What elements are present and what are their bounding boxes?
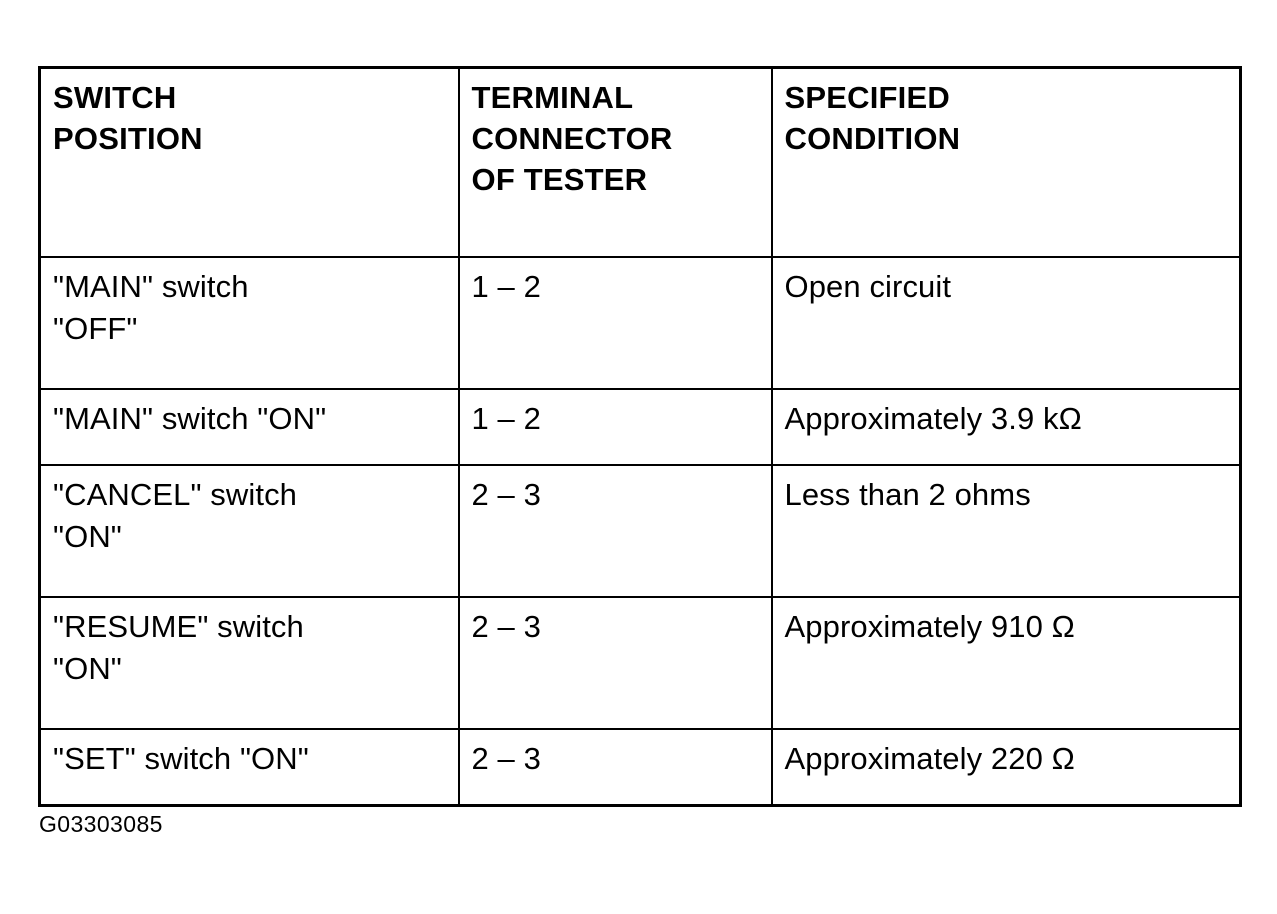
header-line: POSITION bbox=[53, 121, 203, 157]
cell-line: "CANCEL" switch bbox=[53, 477, 298, 512]
column-header-terminal-connector-of-tester: TERMINAL CONNECTOR OF TESTER bbox=[457, 66, 773, 258]
cell-terminal-connector: 2 – 3 bbox=[457, 728, 773, 807]
cell-specified-condition: Approximately 3.9 kΩ bbox=[770, 388, 1242, 466]
cell-specified-condition: Approximately 910 Ω bbox=[770, 596, 1242, 730]
cell-line: 2 – 3 bbox=[471, 609, 541, 644]
cell-line: 2 – 3 bbox=[471, 741, 541, 776]
column-header-switch-position: SWITCH POSITION bbox=[38, 66, 460, 258]
cell-line: Open circuit bbox=[784, 269, 952, 304]
cell-line: 1 – 2 bbox=[471, 401, 541, 436]
cell-terminal-connector: 1 – 2 bbox=[457, 256, 773, 390]
table-row: "SET" switch "ON" 2 – 3 Approximately 220 … bbox=[38, 728, 1242, 807]
figure-code-caption: G03303085 bbox=[39, 811, 163, 837]
table-header: SWITCH POSITION TERMINAL CONNECTOR OF TESTE… bbox=[38, 66, 1242, 258]
cell-line: "ON" bbox=[53, 651, 122, 687]
cell-terminal-connector: 2 – 3 bbox=[457, 596, 773, 730]
cell-line: 2 – 3 bbox=[471, 477, 541, 512]
cell-line: "MAIN" switch bbox=[53, 269, 249, 304]
cell-line: "ON" bbox=[53, 519, 122, 555]
table-row: "CANCEL" switch "ON" 2 – 3 Less than 2 ohms bbox=[38, 464, 1242, 598]
header-line: OF TESTER bbox=[471, 162, 648, 198]
table-row: "MAIN" switch "OFF" 1 – 2 Open circuit bbox=[38, 256, 1242, 390]
cell-switch-position: "CANCEL" switch "ON" bbox=[38, 464, 460, 598]
cell-switch-position: "RESUME" switch "ON" bbox=[38, 596, 460, 730]
header-line: CONNECTOR bbox=[471, 121, 673, 157]
cell-switch-position: "SET" switch "ON" bbox=[38, 728, 460, 807]
switch-inspection-table: SWITCH POSITION TERMINAL CONNECTOR OF TESTE… bbox=[38, 66, 1242, 807]
cell-line: "OFF" bbox=[53, 311, 138, 347]
cell-line: "MAIN" switch "ON" bbox=[53, 401, 327, 436]
cell-line: Approximately 910 Ω bbox=[784, 609, 1075, 644]
table-row: "RESUME" switch "ON" 2 – 3 Approximately 91… bbox=[38, 596, 1242, 730]
header-line: SWITCH bbox=[53, 80, 177, 115]
cell-terminal-connector: 2 – 3 bbox=[457, 464, 773, 598]
column-header-specified-condition: SPECIFIED CONDITION bbox=[770, 66, 1242, 258]
cell-specified-condition: Less than 2 ohms bbox=[770, 464, 1242, 598]
header-line: CONDITION bbox=[784, 121, 961, 157]
cell-line: "RESUME" switch bbox=[53, 609, 304, 644]
cell-switch-position: "MAIN" switch "ON" bbox=[38, 388, 460, 466]
cell-specified-condition: Approximately 220 Ω bbox=[770, 728, 1242, 807]
cell-specified-condition: Open circuit bbox=[770, 256, 1242, 390]
table-row: "MAIN" switch "ON" 1 – 2 Approximately 3.9… bbox=[38, 388, 1242, 466]
cell-line: Approximately 3.9 kΩ bbox=[784, 401, 1082, 436]
header-line: TERMINAL bbox=[471, 80, 634, 115]
cell-line: "SET" switch "ON" bbox=[53, 741, 309, 776]
cell-line: 1 – 2 bbox=[471, 269, 541, 304]
cell-switch-position: "MAIN" switch "OFF" bbox=[38, 256, 460, 390]
cell-line: Approximately 220 Ω bbox=[784, 741, 1075, 776]
cell-terminal-connector: 1 – 2 bbox=[457, 388, 773, 466]
header-line: SPECIFIED bbox=[784, 80, 950, 115]
cell-line: Less than 2 ohms bbox=[784, 477, 1031, 512]
header-row: SWITCH POSITION TERMINAL CONNECTOR OF TESTE… bbox=[38, 66, 1242, 258]
